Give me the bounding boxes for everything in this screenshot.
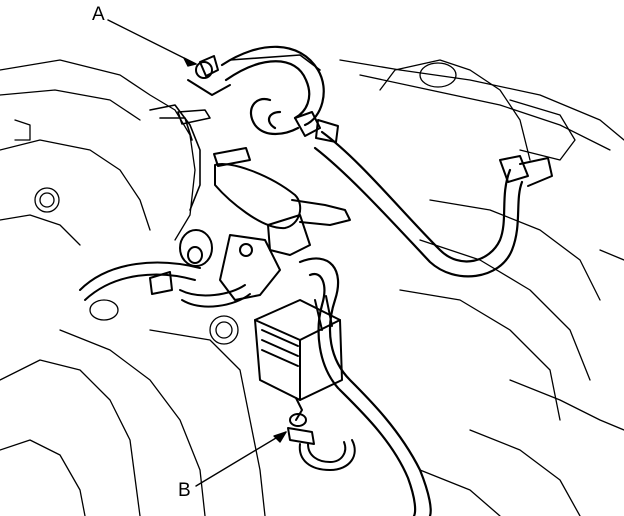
- callout-leaders: [107, 19, 287, 487]
- callout-label-a: A: [92, 4, 105, 25]
- intake-manifold: [149, 54, 321, 211]
- canister-box: [254, 295, 343, 401]
- engine-block-outline: [0, 59, 266, 516]
- drain-fitting: [287, 397, 356, 471]
- callout-label-b: B: [178, 480, 191, 501]
- upper-hose: [220, 45, 524, 278]
- hose-clamps: [187, 55, 553, 187]
- lower-hose: [298, 257, 432, 516]
- left-hose: [79, 261, 251, 308]
- purge-valve: [179, 163, 351, 301]
- upper-right-structure: [339, 59, 624, 516]
